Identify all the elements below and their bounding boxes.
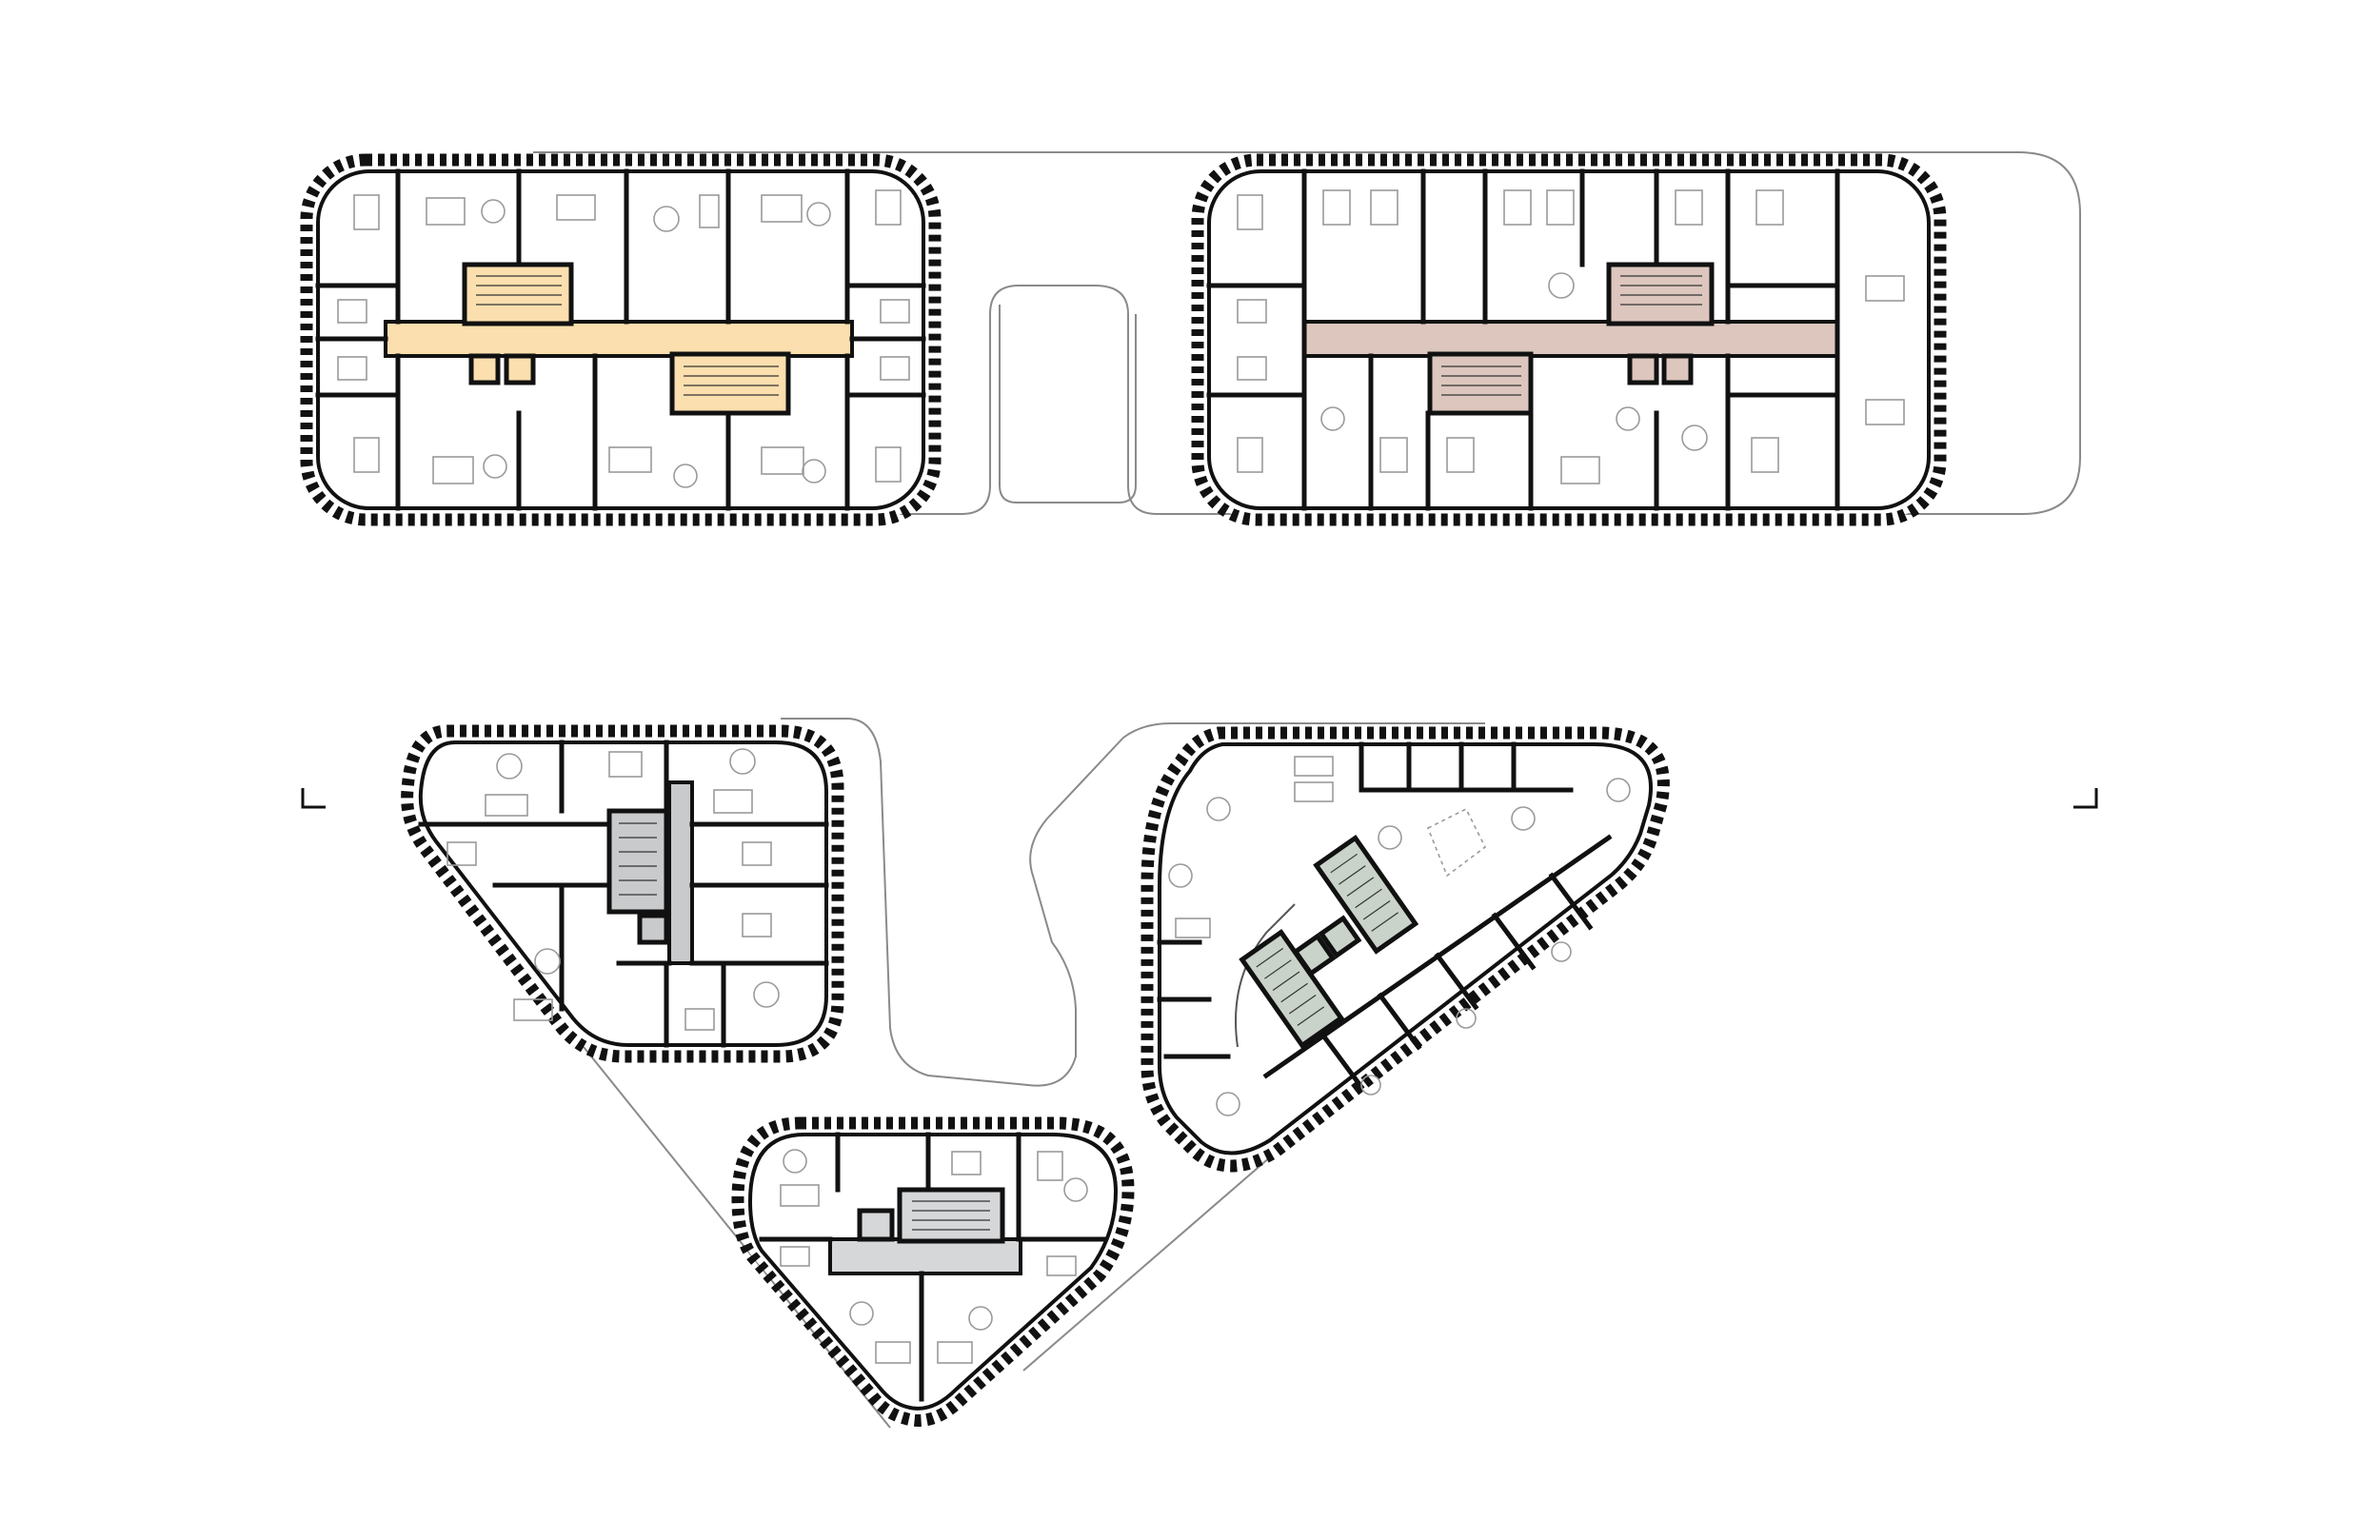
block-north-east-furniture xyxy=(1237,189,1905,484)
block-north-east-stair-core-1 xyxy=(1427,351,1534,416)
block-south-west-partitions xyxy=(418,740,829,1048)
block-north-west-corridor xyxy=(384,320,854,358)
block-south-middle-furniture xyxy=(780,1149,1088,1364)
crop-mark-left xyxy=(301,788,326,809)
block-north-west-lift-2 xyxy=(504,353,536,385)
block-south-east-stair-core-1 xyxy=(1239,929,1345,1049)
block-north-east-floor-slab xyxy=(1207,169,1931,510)
block-south-west-floor-slab xyxy=(418,740,828,1047)
block-south-east-inner-courtyard xyxy=(1235,903,1296,1048)
block-north-west-lift-1 xyxy=(468,353,501,385)
block-south-east-lifts xyxy=(1292,915,1362,977)
block-south-middle-stair-treads xyxy=(912,1200,990,1231)
block-south-middle xyxy=(731,1116,1135,1427)
block-south-middle-floor-slab xyxy=(747,1133,1119,1411)
block-south-middle-lift xyxy=(857,1208,895,1242)
block-north-west-stair-treads xyxy=(476,275,779,396)
block-south-west-lift xyxy=(637,913,669,945)
block-south-west-furniture xyxy=(446,748,780,1031)
block-north-west-furniture xyxy=(337,189,910,488)
block-south-west-corridor xyxy=(667,780,694,965)
block-south-east-stair-core-2 xyxy=(1313,834,1419,955)
block-south-east-facade xyxy=(1140,726,1670,1173)
connecting-path xyxy=(533,151,2081,1429)
block-south-east-floor-slab xyxy=(1158,742,1653,1155)
block-north-east-corridor xyxy=(1302,320,1839,358)
block-south-middle-partitions xyxy=(759,1132,1107,1402)
block-north-west-stair-core-1 xyxy=(462,262,574,326)
block-south-west xyxy=(401,724,844,1063)
block-north-west xyxy=(300,153,942,526)
block-north-east-lift-1 xyxy=(1627,353,1659,385)
block-north-east xyxy=(1191,153,1947,526)
block-north-east-partitions xyxy=(1206,168,1840,511)
block-north-east-stair-core-2 xyxy=(1606,262,1715,326)
block-north-west-stair-core-2 xyxy=(669,351,791,416)
block-south-west-stair-core xyxy=(606,808,669,915)
crop-marks xyxy=(301,788,2098,809)
block-south-east-furniture xyxy=(1168,756,1631,1116)
block-south-middle-corridor xyxy=(828,1237,1022,1275)
block-north-east-lift-2 xyxy=(1661,353,1694,385)
block-north-west-partitions xyxy=(315,168,926,511)
block-south-east-partitions xyxy=(1157,741,1613,1091)
block-south-middle-stair-core xyxy=(897,1187,1005,1244)
crop-mark-right xyxy=(2073,788,2098,809)
block-south-east xyxy=(1140,726,1670,1173)
block-south-west-stair-treads xyxy=(619,822,657,896)
block-north-east-stair-treads xyxy=(1441,275,1702,396)
